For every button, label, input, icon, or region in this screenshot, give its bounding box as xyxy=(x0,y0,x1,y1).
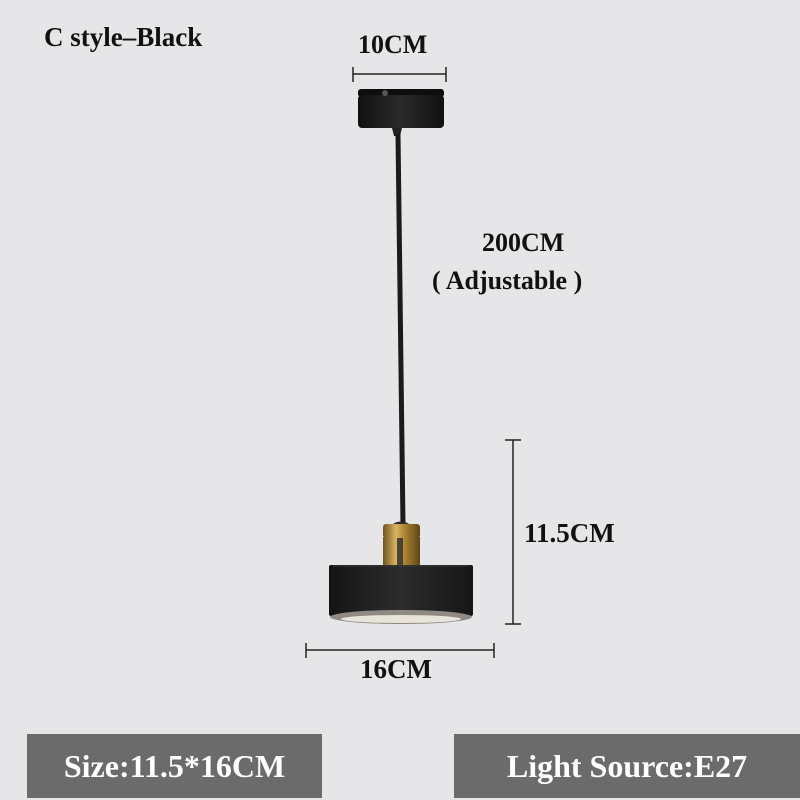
light-source-banner: Light Source:E27 xyxy=(454,734,800,798)
shade-height-label: 11.5CM xyxy=(524,518,615,548)
lamp-shade xyxy=(329,565,473,624)
ceiling-canopy xyxy=(358,89,444,136)
size-banner: Size:11.5*16CM xyxy=(27,734,322,798)
canopy-width-dimension-line xyxy=(352,67,447,82)
suspension-cord xyxy=(395,133,406,527)
cord-length-label: 200CM xyxy=(482,228,565,257)
cord-adjustable-note: ( Adjustable ) xyxy=(432,266,583,295)
brass-lamp-holder xyxy=(383,521,420,568)
shade-width-label: 16CM xyxy=(360,654,432,684)
shade-width-dimension-line xyxy=(305,643,495,658)
product-title: C style–Black xyxy=(44,22,203,52)
canopy-width-label: 10CM xyxy=(358,30,428,59)
shade-height-dimension-line xyxy=(505,439,521,625)
